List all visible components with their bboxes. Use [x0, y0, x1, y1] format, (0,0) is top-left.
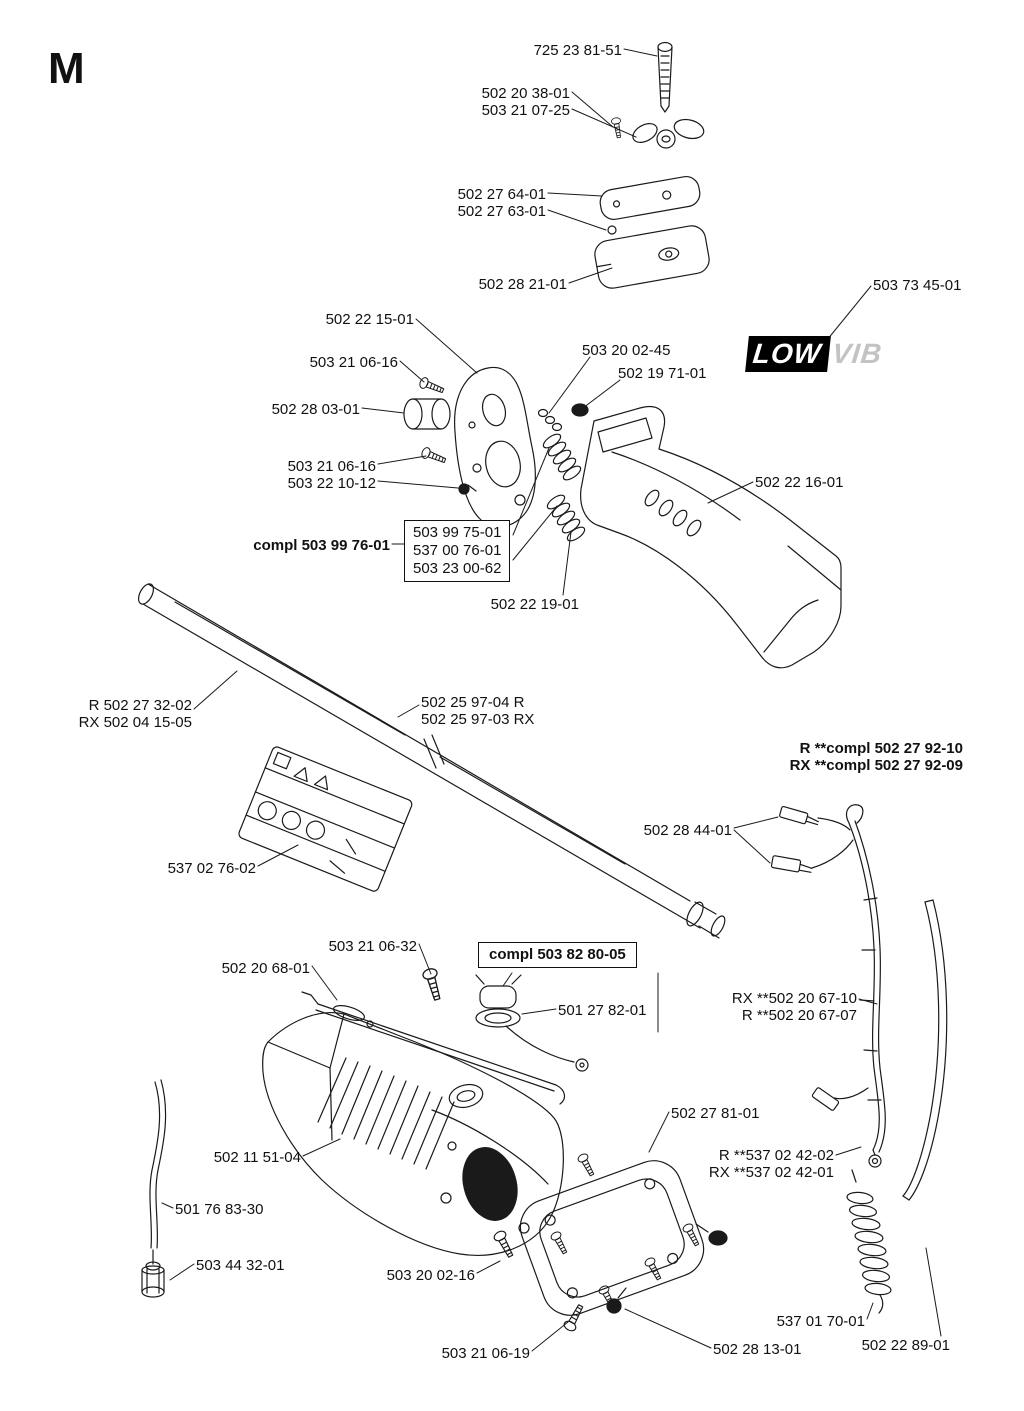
part-label: 502 20 68-01 [221, 960, 310, 977]
wing-nut [632, 118, 705, 149]
spring-lower [546, 494, 586, 542]
part-group-box: compl 503 82 80-05 [478, 942, 637, 968]
part-label: 502 22 89-01 [861, 1337, 950, 1354]
shaft-tube [138, 583, 726, 939]
spring-upper [542, 433, 582, 481]
part-label: 503 21 06-19 [441, 1345, 530, 1362]
part-label: RX **502 20 67-10 [731, 990, 857, 1007]
clamp-bolt [657, 41, 673, 113]
part-label: 503 20 02-45 [582, 342, 671, 359]
part-label: 502 22 16-01 [755, 474, 844, 491]
bushing [403, 398, 451, 430]
part-label: 502 28 13-01 [713, 1341, 802, 1358]
warning-decal [238, 746, 413, 892]
clamp-lower-block [594, 225, 710, 289]
part-label: 502 27 81-01 [671, 1105, 760, 1122]
engine-housing [262, 1012, 564, 1256]
rubber-plug-2 [695, 1223, 728, 1246]
part-label: R **537 02 42-02 [718, 1147, 834, 1164]
cover-screw-2 [549, 1229, 571, 1256]
coil-boot [846, 1169, 892, 1314]
part-label: 537 02 76-02 [167, 860, 256, 877]
part-label: 503 23 00-62 [413, 560, 502, 577]
part-label: 502 25 97-03 RX [421, 711, 535, 728]
part-label: 503 20 02-16 [386, 1267, 475, 1284]
support-rod [902, 899, 948, 1201]
part-label: 503 21 06-32 [328, 938, 417, 955]
part-label: 725 23 81-51 [533, 42, 622, 59]
flat-screw [458, 483, 477, 495]
leader-lines [161, 48, 942, 1352]
part-label: 501 27 82-01 [558, 1002, 647, 1019]
throttle-handle [580, 406, 842, 669]
clamp-hole [607, 225, 617, 235]
part-label: 503 99 75-01 [413, 524, 502, 541]
bracket-screw-1 [417, 375, 446, 397]
part-label: compl 503 99 76-01 [253, 537, 390, 554]
cover-screw-4 [643, 1255, 665, 1282]
section-letter: M [48, 44, 85, 93]
part-label: 503 21 06-16 [309, 354, 398, 371]
part-label: 502 28 44-01 [643, 822, 732, 839]
part-label: R **compl 502 27 92-10 [799, 740, 963, 757]
part-label: 503 21 07-25 [481, 102, 570, 119]
carb-grommet [475, 974, 589, 1072]
part-label: R 502 27 32-02 [88, 697, 192, 714]
part-label: 502 27 63-01 [457, 203, 546, 220]
part-label: 502 20 38-01 [481, 85, 570, 102]
washers [537, 408, 563, 432]
part-label: 502 28 03-01 [271, 401, 360, 418]
clamp-screw [610, 116, 624, 139]
part-label: 502 27 64-01 [457, 186, 546, 203]
lowvib-vib-text: VIB [830, 338, 884, 369]
part-label: 537 01 70-01 [776, 1313, 865, 1330]
part-label: 537 00 76-01 [413, 542, 502, 559]
lowvib-low-text: LOW [745, 336, 832, 372]
clamp-upper-plate [599, 176, 701, 220]
part-label: 503 44 32-01 [196, 1257, 285, 1274]
part-label: 502 28 21-01 [478, 276, 567, 293]
part-label: compl 503 82 80-05 [489, 946, 626, 963]
part-label: 503 21 06-16 [287, 458, 376, 475]
fuel-hose [149, 1079, 167, 1249]
rubber-plug-1 [606, 1287, 627, 1314]
fuel-filter [141, 1249, 165, 1298]
part-label: 502 22 15-01 [325, 311, 414, 328]
handle-bracket [454, 366, 536, 528]
part-label: 503 73 45-01 [873, 277, 962, 294]
part-label: 502 25 97-04 R [421, 694, 525, 711]
grommet-screw [421, 966, 445, 1003]
cover-screw-1 [576, 1151, 598, 1178]
part-label: R **502 20 67-07 [741, 1007, 857, 1024]
part-label: 501 76 83-30 [175, 1201, 264, 1218]
part-group-box: 503 99 75-01 537 00 76-01 503 23 00-62 [404, 520, 511, 582]
part-label: 502 11 51-04 [213, 1149, 301, 1166]
part-label: RX **compl 502 27 92-09 [789, 757, 963, 774]
part-label: 502 19 71-01 [618, 365, 707, 382]
part-label: RX **537 02 42-01 [708, 1164, 834, 1181]
part-label: RX 502 04 15-05 [78, 714, 192, 731]
part-label: 503 22 10-12 [287, 475, 376, 492]
throttle-rod [301, 991, 566, 1105]
cover-screw-6 [561, 1302, 587, 1334]
cover-screw-7 [491, 1228, 517, 1260]
part-label: 502 22 19-01 [490, 596, 579, 613]
clutch-cover [519, 1160, 705, 1316]
wiring-harness [770, 804, 886, 1168]
